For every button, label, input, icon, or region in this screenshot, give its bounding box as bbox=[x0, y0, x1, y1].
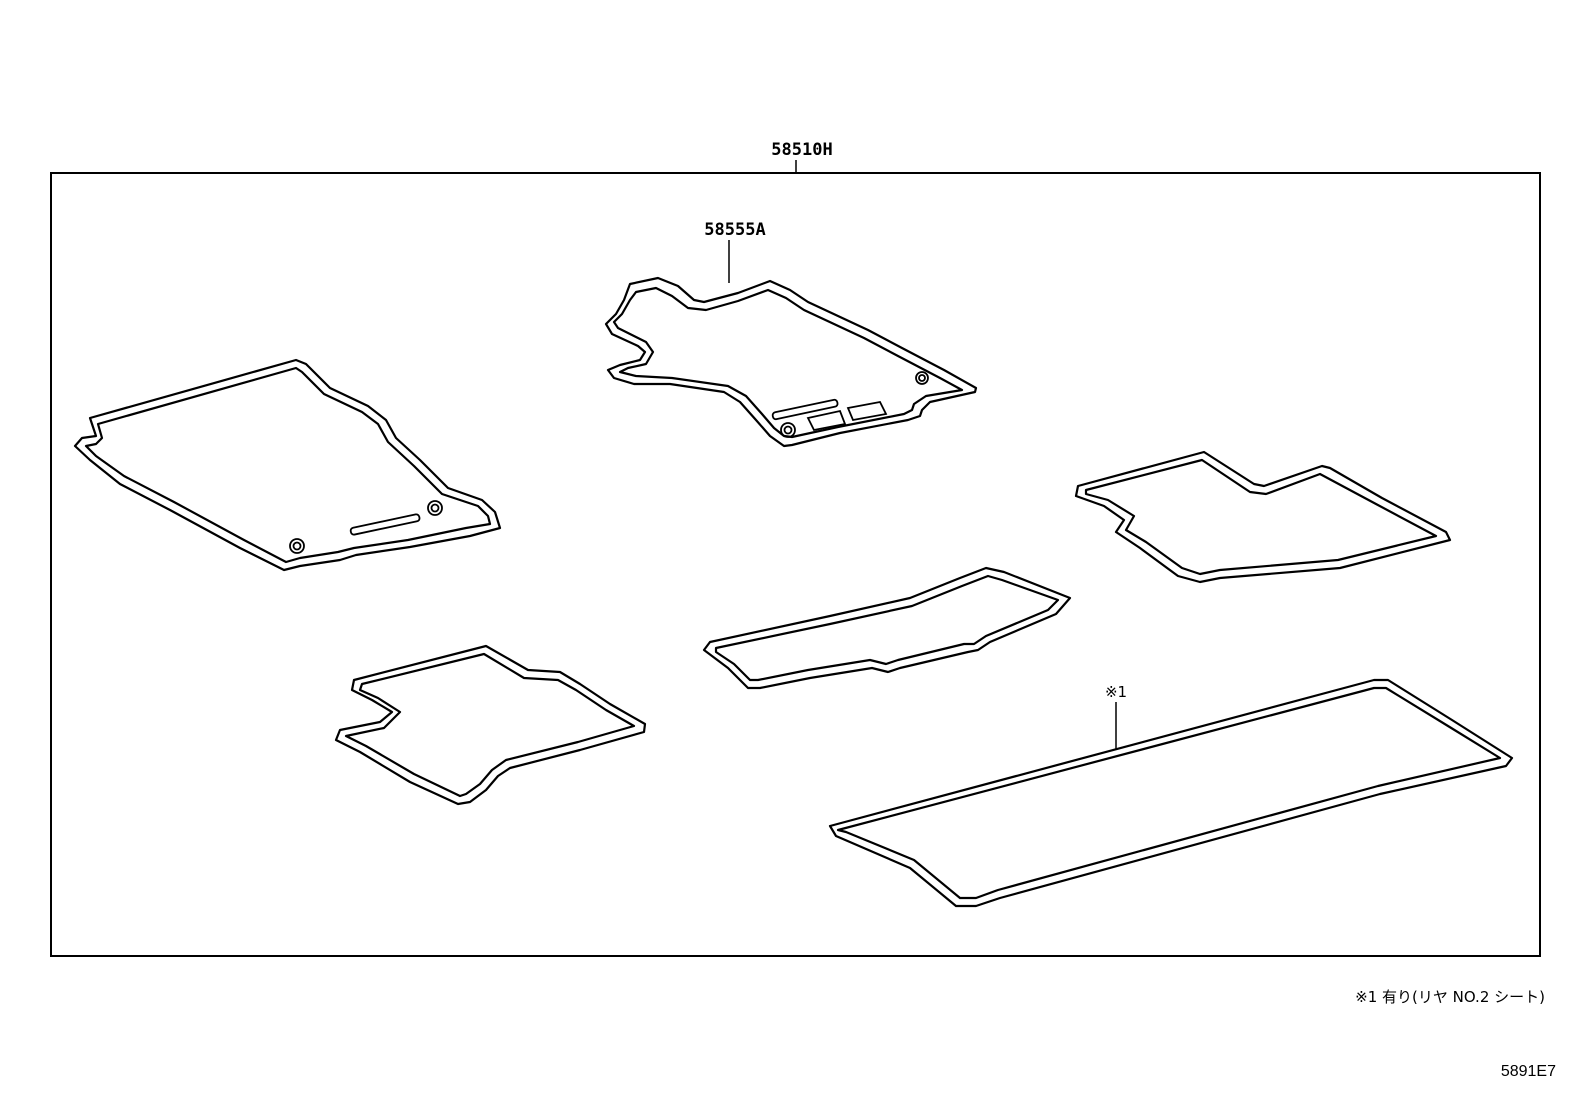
grommet-icon bbox=[292, 541, 302, 551]
rear-left-floor-mat[interactable] bbox=[334, 644, 647, 806]
grommet-icon bbox=[915, 371, 929, 385]
grommet-icon bbox=[918, 374, 926, 382]
set-part-label[interactable]: 58510H bbox=[771, 140, 832, 160]
grommet-icon bbox=[783, 425, 793, 435]
passenger-front-floor-mat[interactable] bbox=[73, 358, 502, 572]
illustration-code: 5891E7 bbox=[1501, 1063, 1556, 1080]
heel-pad bbox=[771, 398, 839, 421]
third-row-floor-mat[interactable]: ※1 bbox=[828, 678, 1514, 908]
front-mat-part-label[interactable]: 58555A bbox=[704, 220, 765, 240]
grommet-icon bbox=[427, 500, 443, 516]
grommet-icon bbox=[289, 538, 305, 554]
grommet-icon bbox=[430, 503, 440, 513]
rear-center-tunnel-mat[interactable] bbox=[702, 566, 1072, 690]
driver-front-floor-mat[interactable] bbox=[604, 276, 978, 448]
rear-right-floor-mat[interactable] bbox=[1074, 450, 1452, 584]
footnote-text: ※1 有り(リヤ NO.2 シート) bbox=[1355, 988, 1545, 1006]
optional-callout-mark[interactable]: ※1 bbox=[1105, 683, 1127, 701]
heel-pad bbox=[349, 513, 421, 536]
grommet-icon bbox=[780, 422, 796, 438]
mat-logo-patch bbox=[806, 400, 888, 432]
